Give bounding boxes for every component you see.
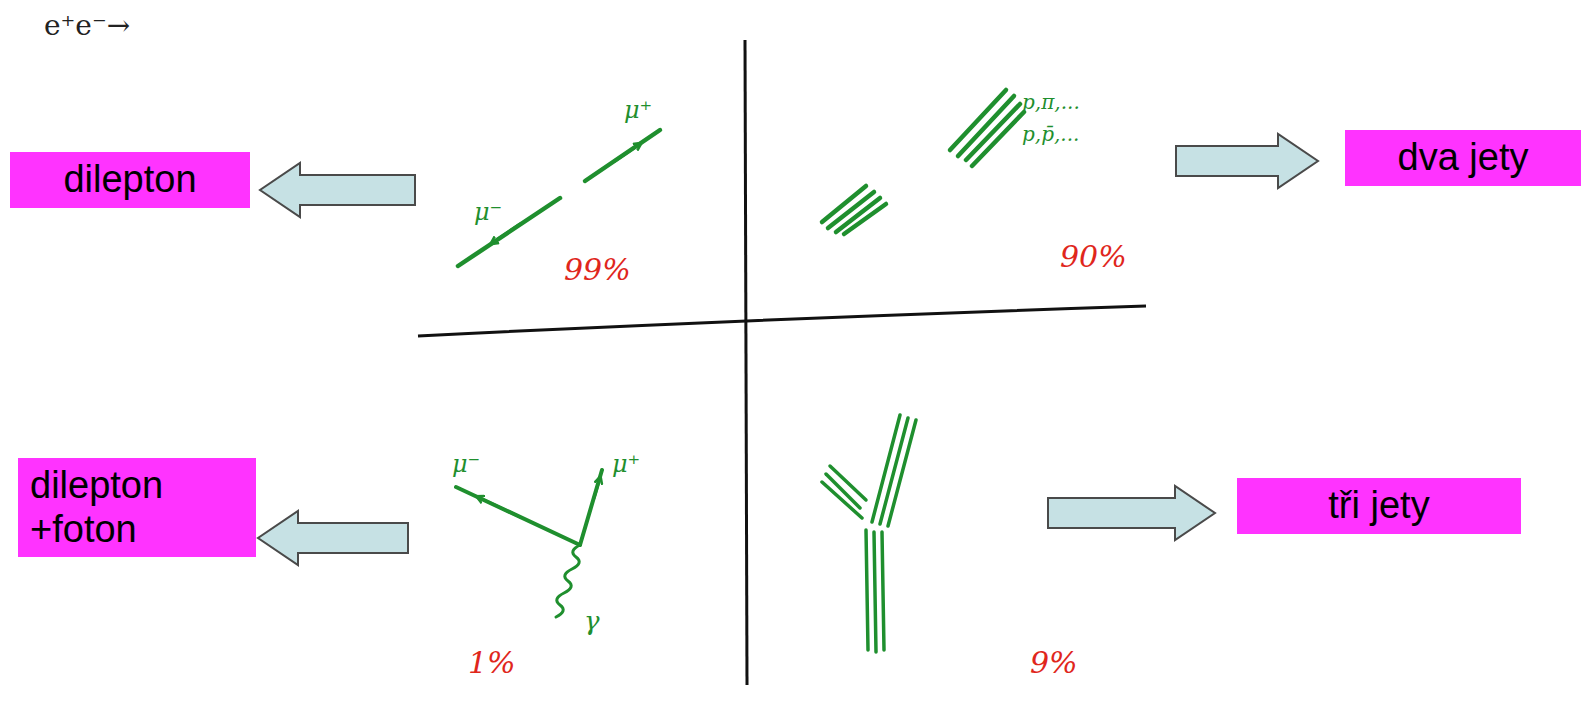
box-text: dilepton +foton [30, 464, 244, 551]
percentage: 90% [1060, 242, 1127, 272]
box-text: dilepton [22, 158, 238, 202]
divider-line [745, 40, 747, 685]
percentage: 9% [1030, 648, 1078, 678]
block-arrows [258, 134, 1318, 565]
percentage: 99% [564, 255, 631, 285]
divider-line [418, 306, 1146, 336]
particle-label: μ⁻ [474, 200, 502, 224]
particle-label: μ⁺ [624, 98, 652, 122]
reaction-label: e⁺e⁻→ [44, 12, 130, 40]
hadron-label: p,π,... [1022, 92, 1080, 112]
particle-label: μ⁻ [452, 452, 480, 476]
three-jets [822, 415, 916, 652]
percentage: 1% [468, 648, 516, 678]
pink-label-box: dilepton [10, 152, 250, 208]
radiative-tracks [456, 470, 602, 617]
pink-label-box: tři jety [1237, 478, 1521, 534]
pink-label-box: dva jety [1345, 130, 1581, 186]
particle-label: μ⁺ [612, 452, 640, 476]
jet-bundles [822, 90, 1024, 234]
particle-label: γ [584, 608, 600, 634]
hadron-label: p,p̄,... [1022, 124, 1079, 144]
box-text: dva jety [1357, 136, 1569, 180]
pink-label-box: dilepton +foton [18, 458, 256, 557]
box-text: tři jety [1249, 484, 1509, 528]
muon-tracks [458, 130, 660, 266]
